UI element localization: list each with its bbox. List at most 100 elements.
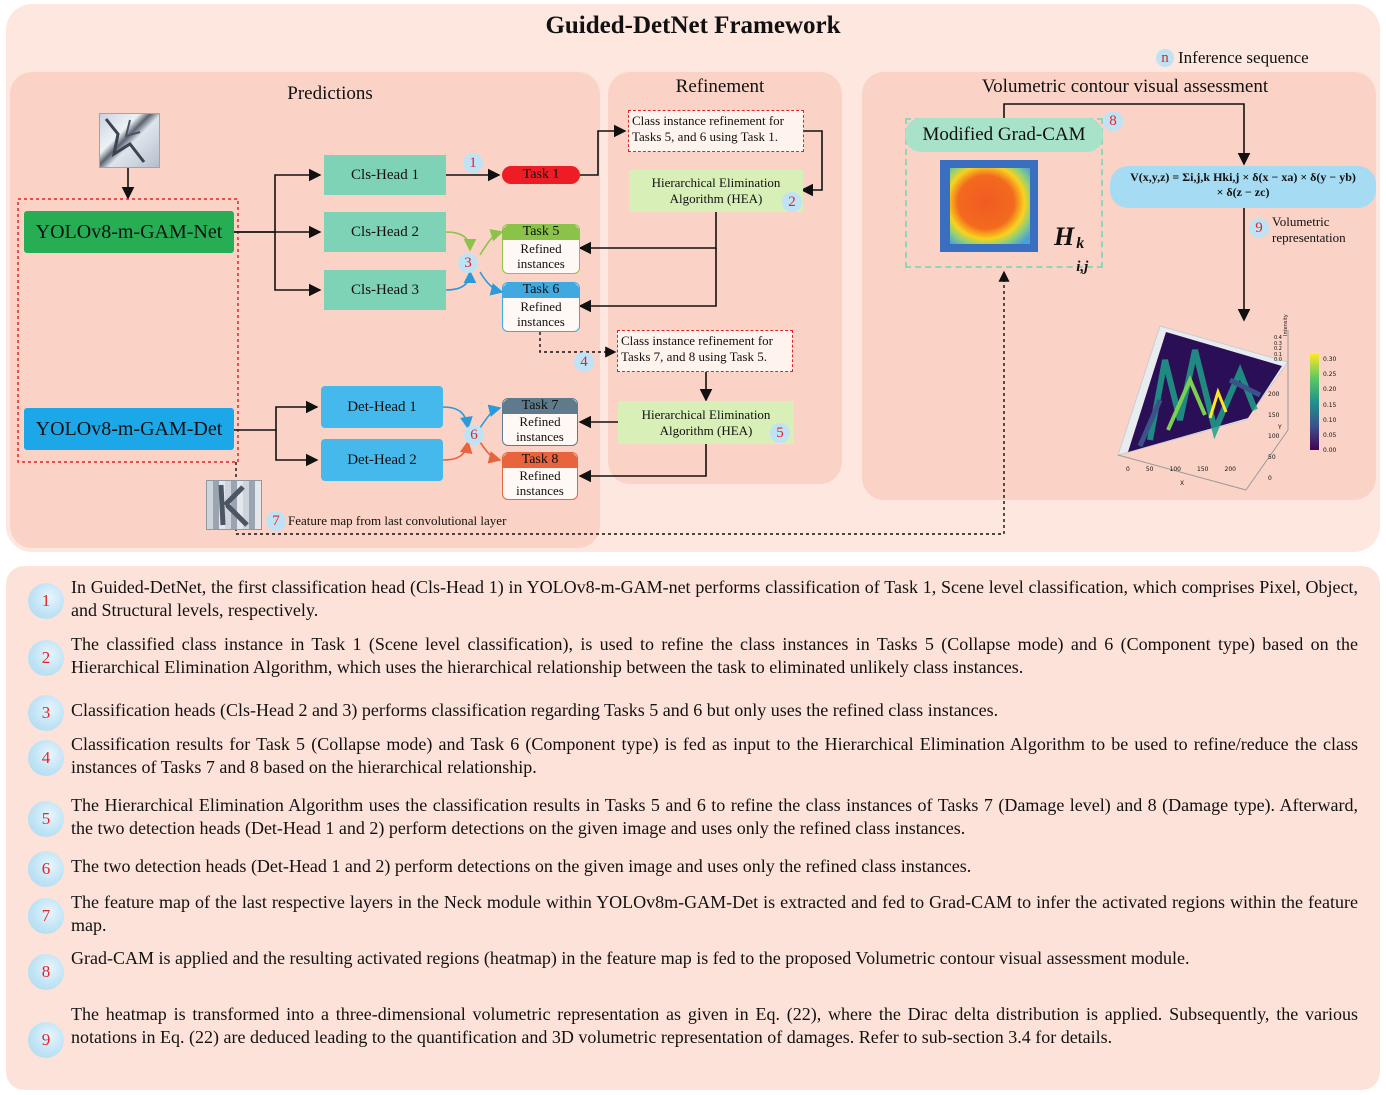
colorbar-ticks: 0.30 0.25 0.20 0.15 0.10 0.05 0.00: [1323, 352, 1336, 458]
cb-tick: 0.25: [1323, 371, 1337, 379]
z-tick: 0.0: [1274, 357, 1282, 363]
yolo-net-model: YOLOv8-m-GAM-Net: [24, 211, 234, 253]
explanation-number: 3: [28, 694, 64, 731]
volumetric-representation-label: Volumetric representation: [1272, 214, 1346, 245]
task-8-refined-word: Refined: [519, 468, 561, 483]
explanation-number: 6: [28, 850, 64, 887]
z-axis-label: Intensity: [1283, 314, 1289, 336]
explanation-item: 6 The two detection heads (Det-Head 1 and…: [20, 850, 1358, 887]
y-tick: 100: [1268, 433, 1280, 440]
gradcam-label: Modified Grad-CAM: [905, 118, 1103, 152]
heatmap-symbol-main: H: [1054, 222, 1075, 251]
step-2-marker: 2: [782, 192, 802, 212]
x-axis-label: X: [1180, 480, 1185, 487]
cb-tick: 0.15: [1323, 401, 1337, 409]
explanation-text: Classification results for Task 5 (Colla…: [71, 734, 1358, 777]
heatmap-symbol-sub: i,j: [1076, 259, 1089, 275]
task-5-label: Task 5: [502, 224, 580, 240]
explanation-text: Classification heads (Cls-Head 2 and 3) …: [71, 700, 999, 720]
explanation-number: 5: [28, 801, 64, 837]
step-5-marker: 5: [770, 423, 790, 443]
y-tick: 150: [1268, 412, 1280, 419]
inference-legend: n Inference sequence: [1156, 48, 1309, 68]
hea-box-2: Hierarchical Elimination Algorithm (HEA): [618, 401, 794, 444]
formula-line-1: V(x,y,z) = Σi,j,k Hki,j × δ(x − xa) × δ(…: [1130, 170, 1356, 184]
explanation-number: 8: [28, 954, 64, 990]
input-image: [99, 113, 160, 168]
y-axis-label: Y: [1278, 424, 1282, 431]
explanation-item: 3 Classification heads (Cls-Head 2 and 3)…: [20, 694, 1358, 731]
cb-tick: 0.10: [1323, 416, 1337, 424]
refinement-title: Refinement: [675, 76, 765, 97]
cb-tick: 0.30: [1323, 356, 1337, 363]
explanation-number: 1: [28, 583, 64, 619]
z-tick: 0.2: [1274, 346, 1282, 352]
hea-box-1: Hierarchical Elimination Algorithm (HEA): [629, 170, 803, 212]
y-tick: 0: [1268, 475, 1272, 482]
task-5-refined-word: Refined: [520, 241, 562, 256]
det-head-2: Det-Head 2: [321, 439, 443, 481]
cls-head-3: Cls-Head 3: [324, 270, 446, 310]
volume-formula: V(x,y,z) = Σi,j,k Hki,j × δ(x − xa) × δ(…: [1110, 166, 1376, 208]
z-tick: 0.4: [1274, 335, 1282, 341]
heatmap-warm-region: [950, 168, 1030, 244]
explanation-number: 4: [28, 740, 64, 776]
yolo-det-model: YOLOv8-m-GAM-Det: [24, 408, 234, 450]
step-3-marker: 3: [458, 253, 478, 273]
task-7-label: Task 7: [502, 398, 578, 414]
det-head-1: Det-Head 1: [321, 386, 443, 428]
explanation-text: The Hierarchical Elimination Algorithm u…: [71, 795, 1358, 838]
explanation-number: 9: [28, 1021, 64, 1058]
legend-marker: n: [1156, 49, 1174, 67]
step-9-marker: 9: [1249, 218, 1269, 238]
refinement-box-1: Class instance refinement for Tasks 5, a…: [628, 110, 804, 152]
legend-text: Inference sequence: [1178, 48, 1309, 67]
task-6-label: Task 6: [502, 282, 580, 298]
x-tick: 0: [1126, 466, 1130, 473]
cls-head-1: Cls-Head 1: [324, 155, 446, 195]
task-7-refined-word: Refined: [519, 414, 561, 429]
task-8-instances-word: instances: [516, 483, 564, 498]
cb-tick: 0.05: [1323, 432, 1337, 440]
x-tick: 100: [1169, 466, 1181, 473]
volumetric-title: Volumetric contour visual assessment: [981, 76, 1269, 97]
x-tick: 50: [1145, 466, 1154, 473]
explanation-text: The two detection heads (Det-Head 1 and …: [71, 856, 972, 876]
task-5-instances-word: instances: [517, 256, 565, 271]
feature-map-label: Feature map from last convolutional laye…: [288, 513, 507, 528]
task-1-badge: Task 1: [502, 166, 580, 184]
heatmap-symbol-sup: k: [1076, 235, 1085, 252]
task-8-label: Task 8: [502, 452, 578, 468]
z-axis-ticks: 0.4 0.3 0.2 0.1 0.0: [1274, 335, 1282, 364]
refinement-box-2: Class instance refinement for Tasks 7, a…: [617, 330, 793, 372]
cb-tick: 0.00: [1323, 447, 1337, 455]
gradcam-heatmap: [940, 160, 1038, 252]
explanation-panel: [6, 566, 1380, 1090]
x-tick: 200: [1224, 466, 1236, 473]
step-4-marker: 4: [574, 352, 594, 372]
step-8-marker: 8: [1103, 111, 1123, 131]
explanation-text: Grad-CAM is applied and the resulting ac…: [71, 948, 1190, 968]
step-7-marker: 7: [266, 511, 286, 531]
task-6-refined-word: Refined: [520, 299, 562, 314]
cb-tick: 0.20: [1323, 386, 1337, 394]
predictions-title: Predictions: [287, 83, 373, 104]
explanation-text: The feature map of the last respective l…: [71, 892, 1358, 935]
step-1-marker: 1: [463, 153, 483, 173]
cls-head-2: Cls-Head 2: [324, 212, 446, 252]
explanation-number: 2: [28, 640, 64, 676]
explanation-number: 7: [28, 898, 64, 934]
feature-map-image: [206, 480, 262, 530]
y-axis-ticks: 200 150 100 50 0: [1268, 384, 1279, 489]
